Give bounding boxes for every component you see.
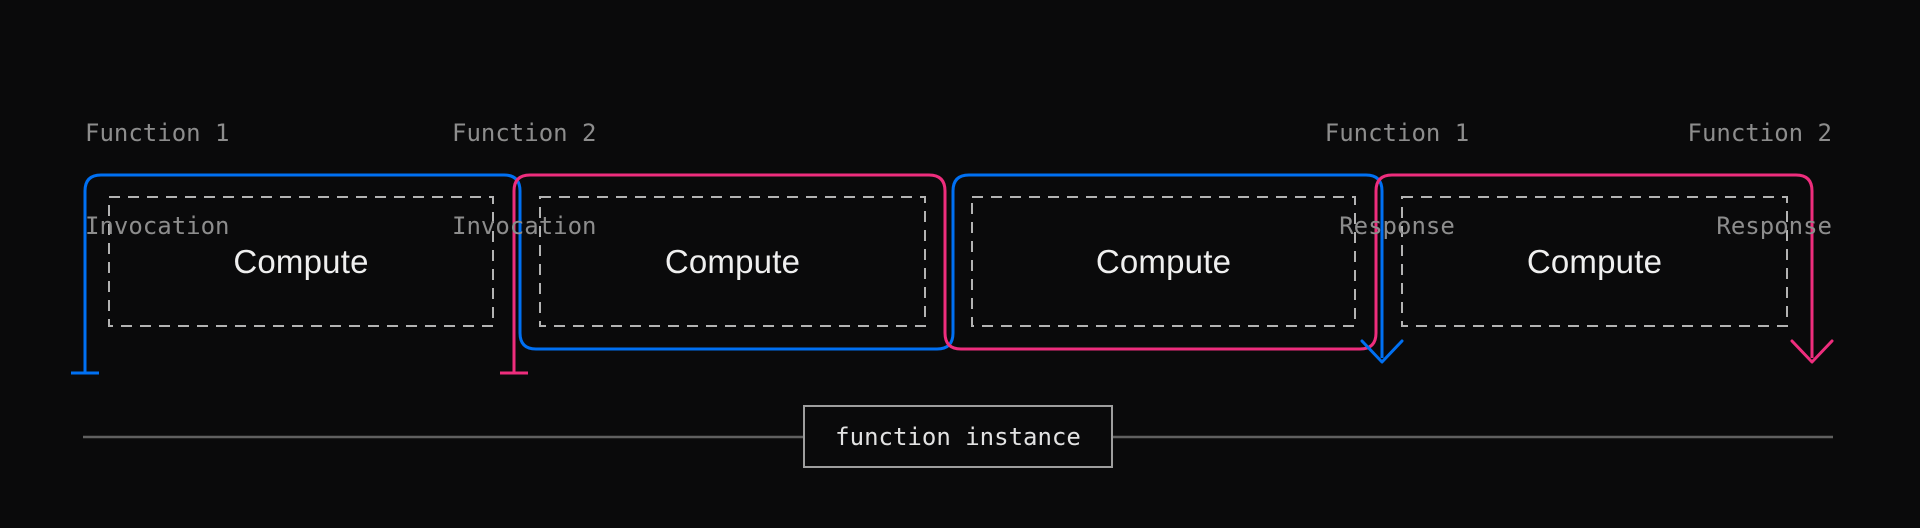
compute-box-outline-1 — [108, 196, 494, 327]
marker-function-2-response: Function 2 Response — [1688, 56, 1833, 304]
marker-function-1-response: Function 1 Response — [1287, 56, 1507, 304]
function-instance-box: function instance — [803, 405, 1113, 468]
marker-line: Function 1 — [1324, 119, 1470, 147]
function-2-response-arrow-icon — [1790, 339, 1834, 364]
compute-box-outline-3 — [971, 196, 1356, 327]
marker-line: Function 2 — [1687, 119, 1833, 147]
marker-line: Invocation — [452, 212, 597, 240]
function-1-path — [83, 173, 1384, 373]
marker-line: Function 1 — [85, 119, 230, 147]
marker-line: Response — [1339, 212, 1455, 240]
compute-label-2: Compute — [664, 242, 801, 280]
marker-function-2-invocation: Function 2 Invocation — [452, 56, 597, 304]
marker-line: Invocation — [85, 212, 230, 240]
marker-line: Response — [1716, 212, 1832, 240]
compute-box-outline-2 — [539, 196, 926, 327]
compute-label-1: Compute — [233, 242, 369, 280]
function-instance-label: function instance — [835, 422, 1081, 451]
compute-box-outline-4 — [1401, 196, 1788, 327]
compute-label-3: Compute — [1095, 242, 1232, 280]
marker-function-1-invocation: Function 1 Invocation — [85, 56, 230, 304]
marker-line: Function 2 — [452, 119, 597, 147]
function-1-response-arrow-icon — [1360, 339, 1404, 364]
compute-label-4: Compute — [1526, 242, 1663, 280]
function-2-path — [512, 173, 1814, 373]
